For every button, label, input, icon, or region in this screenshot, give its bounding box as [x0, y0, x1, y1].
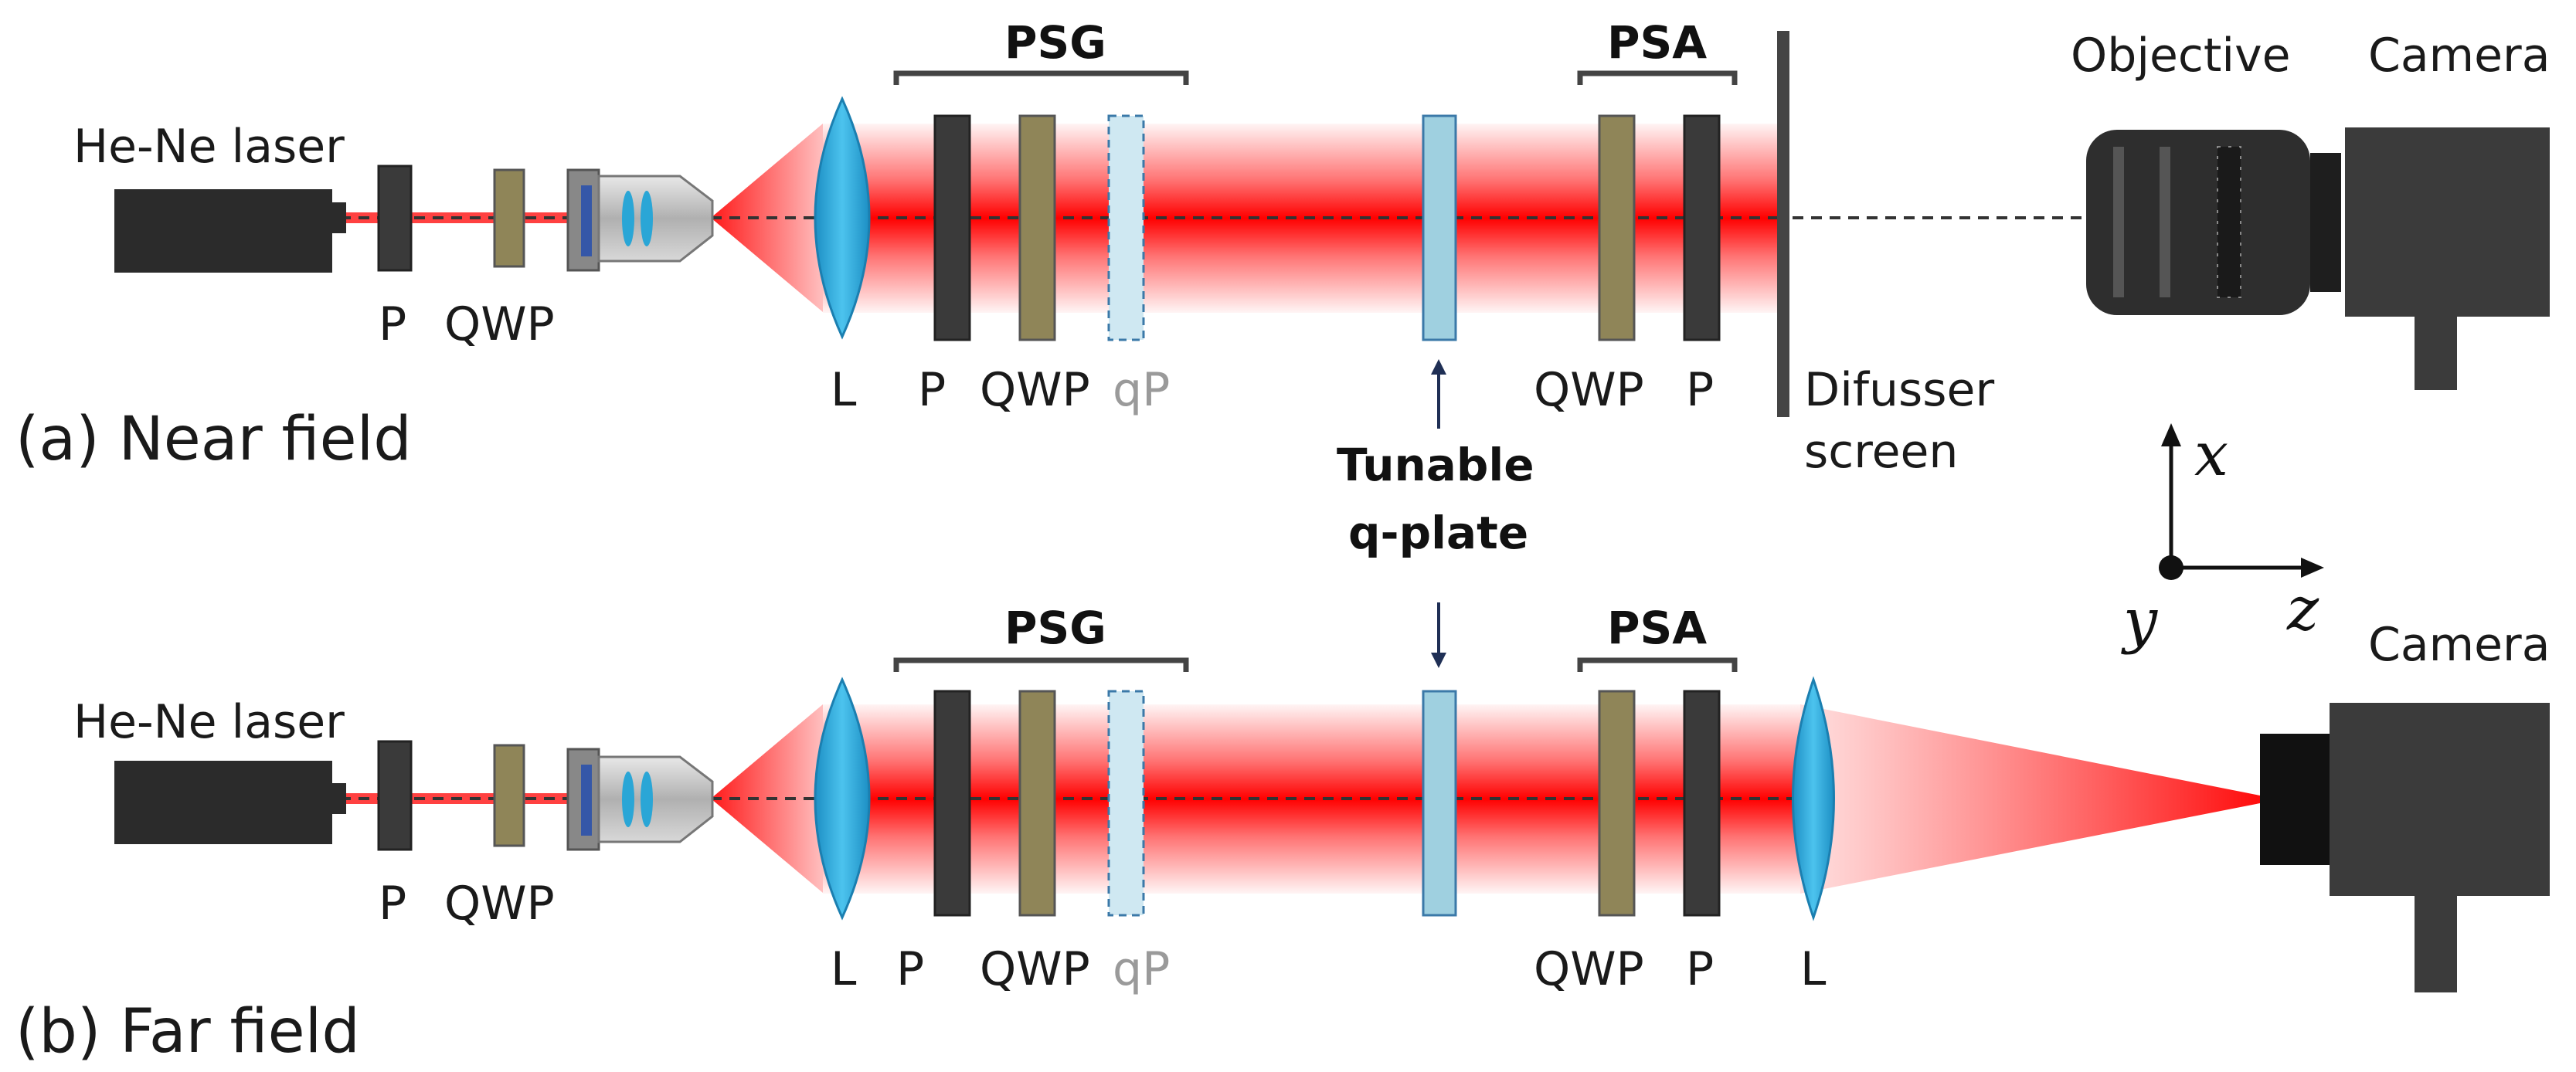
psg-polarizer-b	[933, 690, 971, 917]
psg-polarizer-label: P	[918, 363, 946, 417]
pre-qwp-label: QWP	[444, 297, 555, 351]
psg-qwp	[1018, 114, 1056, 341]
coordinate-axes: x y z	[2121, 420, 2324, 656]
psa-qwp-label: QWP	[1534, 363, 1644, 417]
psg-qplate-label-b: qP	[1113, 942, 1170, 996]
psa-bracket-b	[1577, 657, 1738, 672]
tunable-qplate-annotation: Tunable q-plate	[1337, 359, 1534, 668]
tunable-label: Tunable	[1337, 439, 1534, 491]
camera-far	[2260, 703, 2550, 992]
laser-label-b: He-Ne laser	[73, 695, 345, 749]
diffuser-label-2: screen	[1804, 425, 1958, 479]
psg-qwp-label: QWP	[980, 363, 1090, 417]
psg-qplate-b	[1107, 690, 1145, 917]
pre-polarizer-label: P	[379, 297, 406, 351]
pre-qwp-label-b: QWP	[444, 877, 555, 931]
camera-near	[2345, 127, 2550, 390]
psg-label: PSG	[1004, 16, 1106, 69]
diffuser-label-1: Difusser	[1804, 363, 1994, 417]
psg-label-b: PSG	[1004, 602, 1106, 654]
focusing-cone	[1800, 704, 2260, 894]
psa-polarizer-label-b: P	[1686, 942, 1714, 996]
laser-label: He-Ne laser	[73, 120, 345, 174]
psa-label-b: PSA	[1607, 602, 1707, 654]
psa-qwp-label-b: QWP	[1534, 942, 1644, 996]
psg-polarizer-label-b: P	[896, 942, 924, 996]
arrow-up-head	[1431, 359, 1446, 375]
psg-bracket-b	[893, 657, 1189, 672]
qplate-label: q-plate	[1348, 507, 1528, 559]
psa-polarizer-b	[1683, 690, 1721, 917]
z-axis-arrowhead	[2301, 558, 2324, 578]
diffuser-screen	[1777, 31, 1789, 417]
tunable-qplate-b	[1422, 690, 1457, 917]
y-axis-dot	[2159, 555, 2183, 580]
panel-far-field: He-Ne laser P QWP L PSG P QWP qP PSA QWP…	[15, 602, 2550, 1067]
he-ne-laser	[114, 189, 332, 273]
psg-qplate	[1107, 114, 1145, 341]
objective-label: Objective	[2071, 29, 2291, 83]
laser-aperture-b	[332, 783, 346, 814]
pre-qwp-b	[493, 744, 525, 847]
arrow-down-head	[1431, 653, 1446, 668]
output-lens	[1792, 676, 1835, 921]
laser-aperture	[332, 202, 346, 233]
caption-near-field: (a) Near field	[15, 405, 412, 474]
expander-objective-b	[566, 748, 714, 851]
psg-qwp-label-b: QWP	[980, 942, 1090, 996]
pre-qwp	[493, 168, 525, 268]
psa-label: PSA	[1607, 16, 1707, 69]
caption-far-field: (b) Far field	[15, 997, 360, 1067]
y-axis-label: y	[2121, 586, 2158, 656]
psa-polarizer-label: P	[1686, 363, 1714, 417]
expander-objective	[566, 168, 714, 272]
he-ne-laser-b	[114, 761, 332, 844]
psa-polarizer	[1683, 114, 1721, 341]
collimating-lens-b	[814, 677, 871, 921]
z-axis-label: z	[2286, 575, 2319, 644]
psa-qwp	[1598, 114, 1636, 341]
collimating-lens	[814, 96, 871, 340]
psg-qplate-label: qP	[1113, 363, 1170, 417]
lens-label-b: L	[831, 942, 857, 996]
camera-label-near: Camera	[2368, 29, 2550, 83]
panel-near-field: He-Ne laser P QWP L PSG P QWP qP PSA	[15, 16, 2550, 479]
psa-qwp-b	[1598, 690, 1636, 917]
psg-polarizer	[933, 114, 971, 341]
psa-bracket	[1577, 70, 1738, 85]
camera-label-far: Camera	[2368, 618, 2550, 672]
pre-polarizer-label-b: P	[379, 877, 406, 931]
lens-label: L	[831, 363, 857, 417]
psg-qwp-b	[1018, 690, 1056, 917]
output-lens-label: L	[1800, 942, 1827, 996]
pre-polarizer-b	[377, 740, 413, 851]
pre-polarizer	[377, 165, 413, 272]
x-axis-arrowhead	[2161, 423, 2181, 446]
psg-bracket	[893, 70, 1189, 85]
x-axis-label: x	[2194, 420, 2228, 490]
tunable-qplate	[1422, 114, 1457, 341]
imaging-objective	[2086, 130, 2341, 315]
